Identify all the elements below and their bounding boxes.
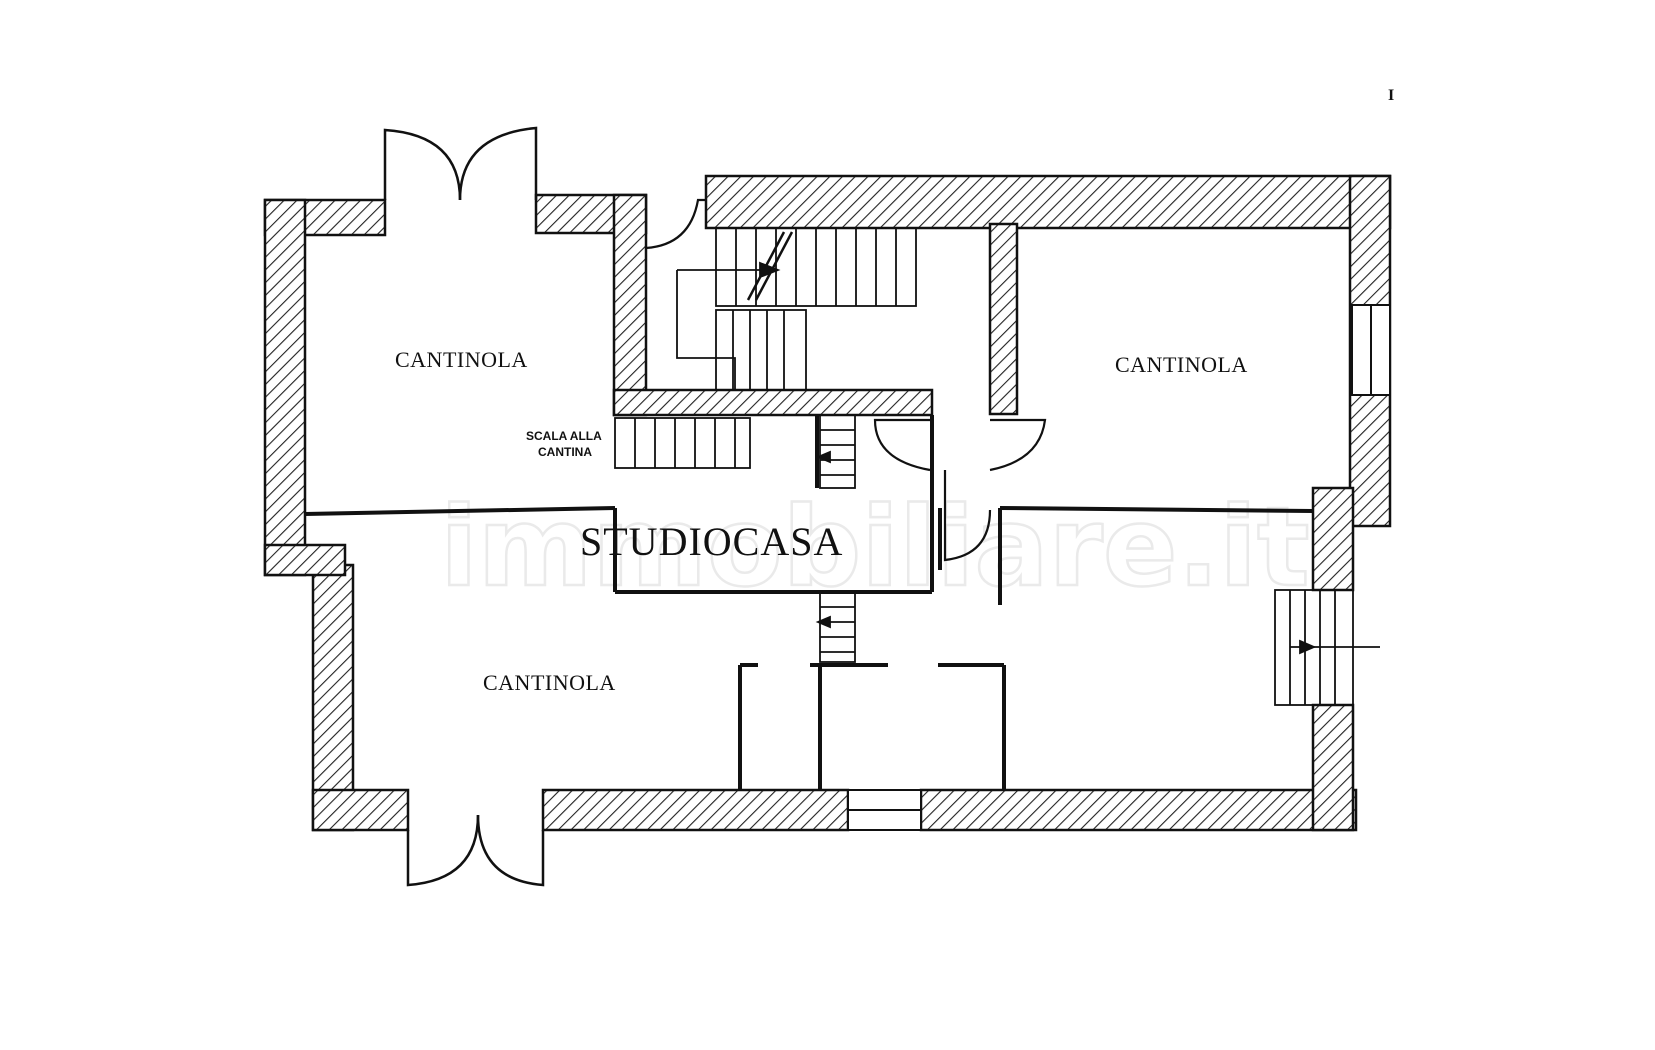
exterior-walls: [263, 174, 1392, 832]
right-exit-stair: [1274, 589, 1380, 706]
right-window: [1351, 304, 1391, 396]
middle-stair: [715, 309, 807, 391]
page-number: I: [1388, 87, 1394, 104]
bottom-double-door: [406, 814, 545, 887]
top-double-door: [383, 126, 538, 201]
interior-partitions: [304, 415, 1314, 790]
brand-label: STUDIOCASA: [580, 519, 843, 564]
room-label-top-right: CANTINOLA: [1115, 352, 1248, 377]
stair-note-line2: CANTINA: [538, 445, 592, 459]
center-double-door: [873, 418, 1047, 562]
room-label-bottom-left: CANTINOLA: [483, 670, 616, 695]
small-top-door: [645, 198, 706, 250]
bottom-window: [847, 789, 922, 831]
inner-stair-top: [815, 414, 856, 489]
upper-stair: [676, 227, 917, 390]
room-label-top-left: CANTINOLA: [395, 347, 528, 372]
stair-note-line1: SCALA ALLA: [526, 429, 602, 443]
cellar-stair: [614, 417, 751, 469]
